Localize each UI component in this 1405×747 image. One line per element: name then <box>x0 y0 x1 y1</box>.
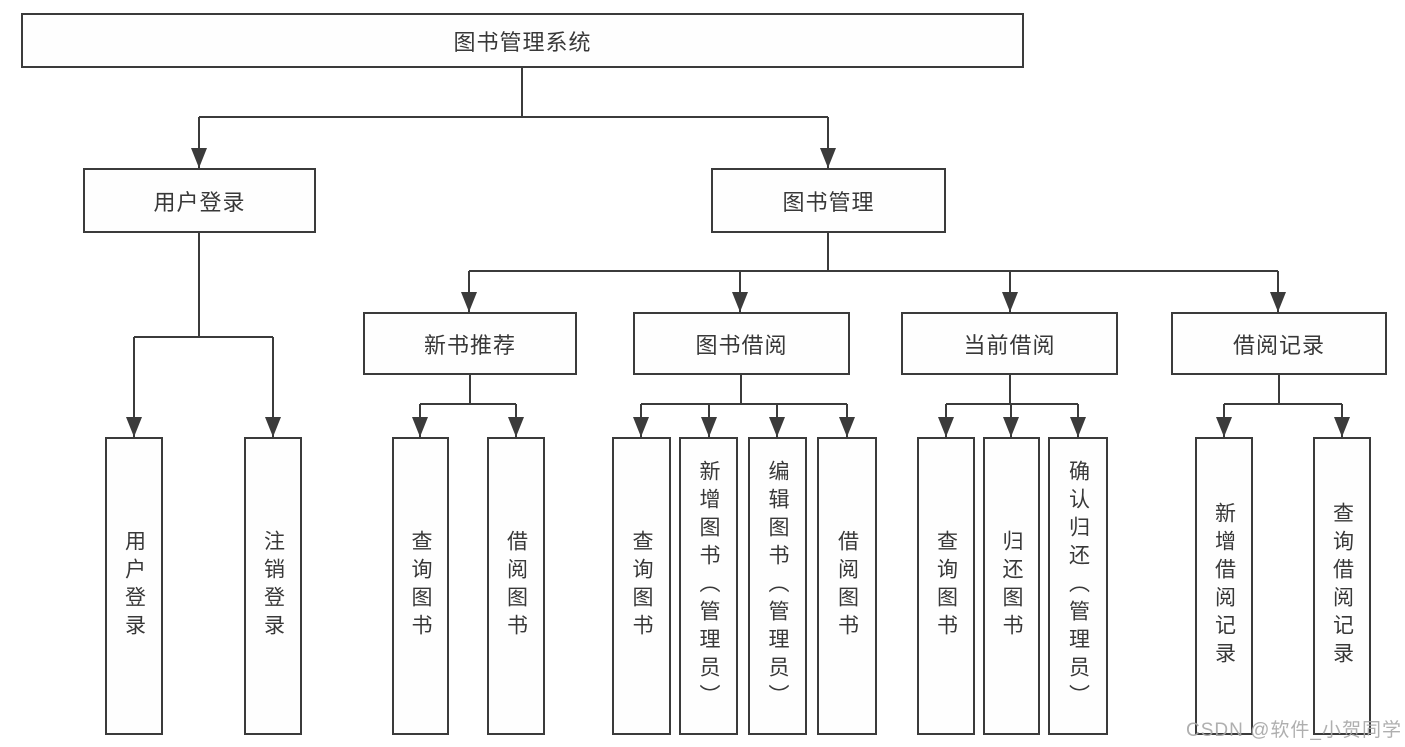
node-book-management: 图书管理 <box>711 168 946 233</box>
node-leaf-borrow-books-recommend: 借阅图书 <box>487 437 545 735</box>
node-leaf-user-login: 用户登录 <box>105 437 163 735</box>
node-leaf-confirm-return-admin: 确认归还（管理员） <box>1048 437 1108 735</box>
node-leaf-return-books: 归还图书 <box>983 437 1040 735</box>
node-new-book-recommend: 新书推荐 <box>363 312 577 375</box>
node-leaf-borrow-books: 借阅图书 <box>817 437 877 735</box>
node-leaf-logout: 注销登录 <box>244 437 302 735</box>
node-leaf-query-books-recommend: 查询图书 <box>392 437 449 735</box>
node-book-borrowing: 图书借阅 <box>633 312 850 375</box>
node-borrowing-records: 借阅记录 <box>1171 312 1387 375</box>
node-leaf-query-borrow-record: 查询借阅记录 <box>1313 437 1371 735</box>
node-leaf-edit-books-admin: 编辑图书（管理员） <box>748 437 807 735</box>
node-library-system: 图书管理系统 <box>21 13 1024 68</box>
node-leaf-add-borrow-record: 新增借阅记录 <box>1195 437 1253 735</box>
node-current-borrowing: 当前借阅 <box>901 312 1118 375</box>
node-user-login: 用户登录 <box>83 168 316 233</box>
node-leaf-query-books-current: 查询图书 <box>917 437 975 735</box>
node-leaf-query-books-borrowing: 查询图书 <box>612 437 671 735</box>
watermark: CSDN @软件_小贺同学 <box>1186 720 1402 741</box>
node-leaf-add-books-admin: 新增图书（管理员） <box>679 437 738 735</box>
